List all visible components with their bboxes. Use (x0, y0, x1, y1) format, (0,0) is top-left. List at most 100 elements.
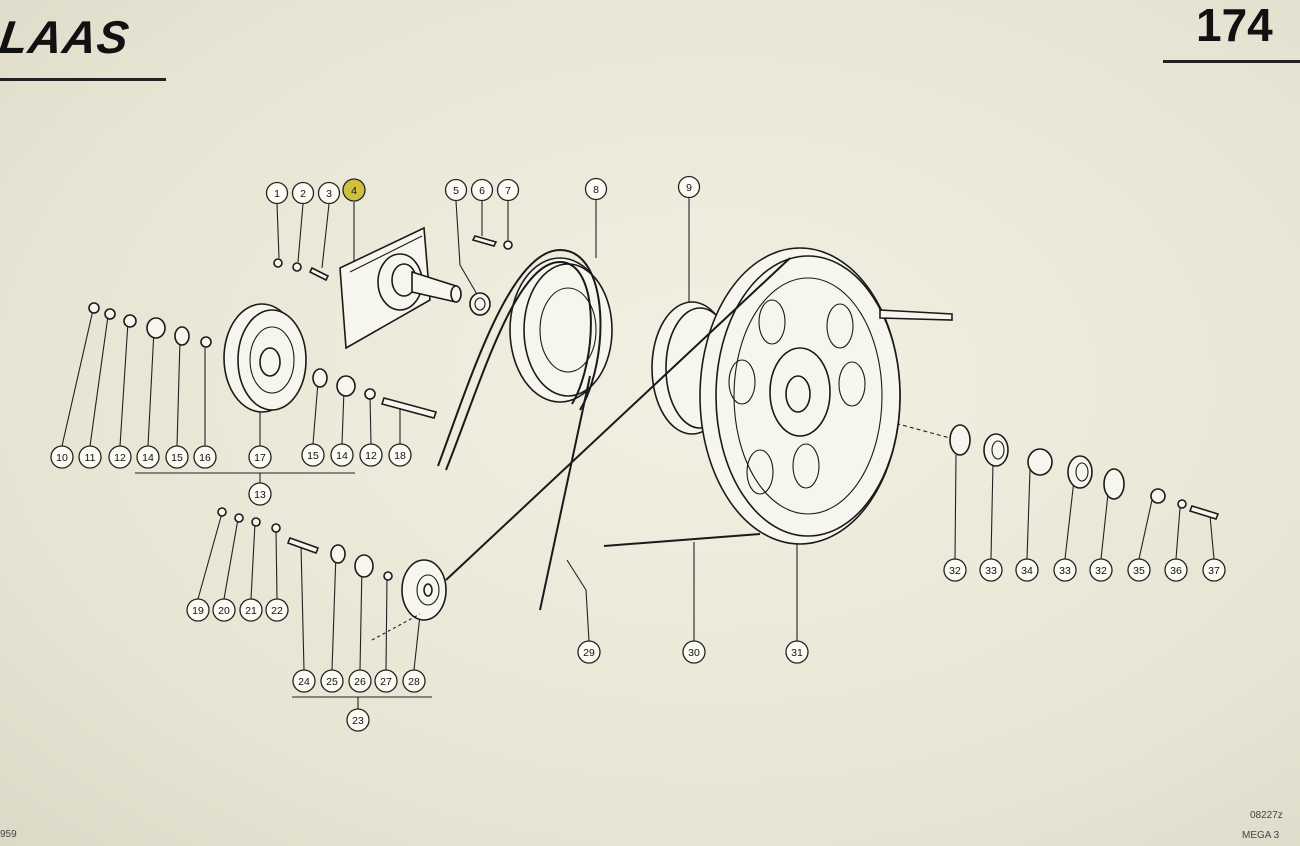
svg-text:3: 3 (326, 188, 332, 200)
svg-text:32: 32 (1095, 565, 1107, 577)
svg-text:7: 7 (505, 185, 511, 197)
svg-text:13: 13 (254, 489, 266, 501)
leader-lines (61, 198, 1215, 709)
callout-19[interactable]: 19 (186, 598, 210, 622)
callout-17[interactable]: 17 (248, 445, 272, 469)
svg-text:9: 9 (686, 182, 692, 194)
svg-text:12: 12 (365, 450, 377, 462)
callout-30[interactable]: 30 (682, 640, 706, 664)
svg-text:26: 26 (354, 676, 366, 688)
idler-pulley-group (217, 507, 447, 641)
callout-7[interactable]: 7 (496, 178, 520, 202)
svg-text:36: 36 (1170, 565, 1182, 577)
svg-text:20: 20 (218, 605, 230, 617)
svg-text:32: 32 (949, 565, 961, 577)
svg-text:8: 8 (593, 184, 599, 196)
svg-text:6: 6 (479, 185, 485, 197)
svg-text:15: 15 (171, 452, 183, 464)
callout-34[interactable]: 34 (1015, 558, 1039, 582)
callout-32[interactable]: 32 (943, 558, 967, 582)
callout-27[interactable]: 27 (374, 669, 398, 693)
shaft-washer-group (949, 424, 1220, 520)
callout-14b[interactable]: 14 (330, 443, 354, 467)
callout-33[interactable]: 33 (979, 558, 1003, 582)
svg-text:22: 22 (271, 605, 283, 617)
svg-text:2: 2 (300, 188, 306, 200)
callout-25[interactable]: 25 (320, 669, 344, 693)
svg-text:25: 25 (326, 676, 338, 688)
svg-text:30: 30 (688, 647, 700, 659)
callout-32b[interactable]: 32 (1089, 558, 1113, 582)
callout-24[interactable]: 24 (292, 669, 316, 693)
bearing-plate-assembly (273, 226, 513, 350)
svg-text:17: 17 (254, 452, 266, 464)
callout-35[interactable]: 35 (1127, 558, 1151, 582)
callout-33b[interactable]: 33 (1053, 558, 1077, 582)
callout-1[interactable]: 1 (265, 181, 289, 205)
callout-12[interactable]: 12 (108, 445, 132, 469)
logo-underline (0, 78, 166, 81)
footer-right-code: 08227z (1250, 810, 1283, 821)
main-pulley-31 (445, 247, 953, 581)
callout-11[interactable]: 11 (78, 445, 102, 469)
svg-text:35: 35 (1133, 565, 1145, 577)
svg-text:23: 23 (352, 715, 364, 727)
page-number-underline (1163, 60, 1300, 63)
callout-15[interactable]: 15 (165, 445, 189, 469)
svg-text:29: 29 (583, 647, 595, 659)
svg-text:37: 37 (1208, 565, 1220, 577)
callout-9[interactable]: 9 (677, 175, 701, 199)
svg-text:19: 19 (192, 605, 204, 617)
callout-13[interactable]: 13 (248, 482, 272, 506)
svg-text:14: 14 (142, 452, 154, 464)
svg-text:15: 15 (307, 450, 319, 462)
callout-15b[interactable]: 15 (301, 443, 325, 467)
callout-16[interactable]: 16 (193, 445, 217, 469)
callout-3[interactable]: 3 (317, 181, 341, 205)
callout-10[interactable]: 10 (50, 445, 74, 469)
svg-text:4: 4 (351, 185, 357, 197)
callout-14[interactable]: 14 (136, 445, 160, 469)
callout-5[interactable]: 5 (444, 178, 468, 202)
footer-model-label: MEGA 3 (1242, 830, 1280, 841)
callout-28[interactable]: 28 (402, 669, 426, 693)
callout-4-highlighted[interactable]: 4 (342, 178, 366, 202)
footer-left-code: 959 (0, 829, 17, 840)
part-callouts: 1 2 3 4 5 6 7 8 9 10 11 12 14 15 16 17 1… (50, 175, 1226, 732)
callout-2[interactable]: 2 (291, 181, 315, 205)
callout-20[interactable]: 20 (212, 598, 236, 622)
callout-36[interactable]: 36 (1164, 558, 1188, 582)
belt-pulley-8 (437, 248, 613, 611)
svg-text:10: 10 (56, 452, 68, 464)
svg-text:34: 34 (1021, 565, 1033, 577)
svg-text:21: 21 (245, 605, 257, 617)
svg-text:16: 16 (199, 452, 211, 464)
callout-29[interactable]: 29 (577, 640, 601, 664)
callout-23[interactable]: 23 (346, 708, 370, 732)
svg-text:1: 1 (274, 188, 280, 200)
svg-text:5: 5 (453, 185, 459, 197)
callout-18[interactable]: 18 (388, 443, 412, 467)
svg-text:27: 27 (380, 676, 392, 688)
svg-text:33: 33 (1059, 565, 1071, 577)
page-number: 174 (1196, 0, 1273, 51)
callout-26[interactable]: 26 (348, 669, 372, 693)
callout-21[interactable]: 21 (239, 598, 263, 622)
svg-text:11: 11 (85, 452, 96, 464)
svg-text:18: 18 (394, 450, 406, 462)
callout-12b[interactable]: 12 (359, 443, 383, 467)
svg-text:12: 12 (114, 452, 126, 464)
svg-text:28: 28 (408, 676, 420, 688)
svg-text:33: 33 (985, 565, 997, 577)
callout-22[interactable]: 22 (265, 598, 289, 622)
callout-37[interactable]: 37 (1202, 558, 1226, 582)
svg-text:31: 31 (791, 647, 803, 659)
svg-text:14: 14 (336, 450, 348, 462)
callout-8[interactable]: 8 (584, 177, 608, 201)
svg-text:24: 24 (298, 676, 310, 688)
callout-6[interactable]: 6 (470, 178, 494, 202)
callout-31[interactable]: 31 (785, 640, 809, 664)
tension-pulley-group (88, 302, 438, 419)
